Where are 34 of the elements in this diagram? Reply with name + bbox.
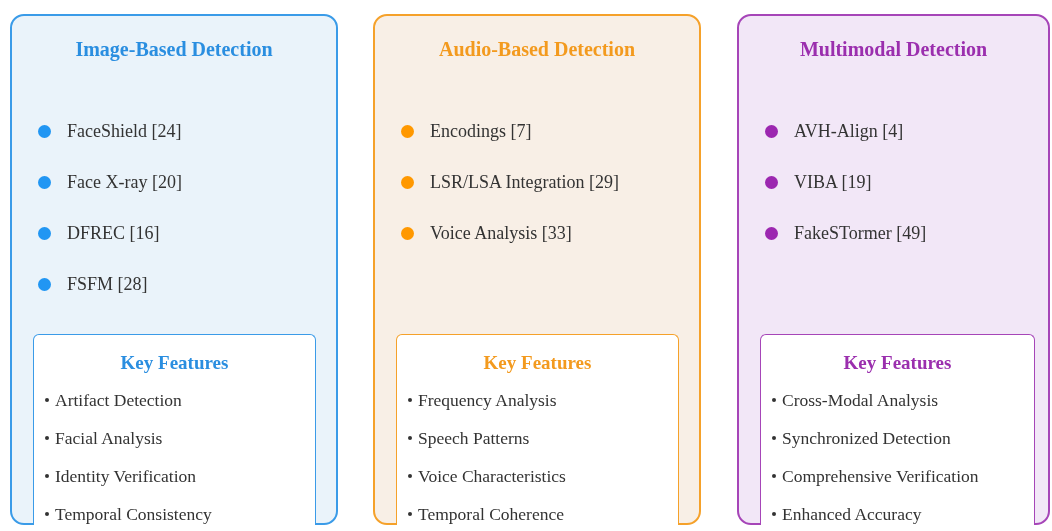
feature-item: Cross-Modal Analysis bbox=[782, 389, 939, 412]
card-title: Multimodal Detection bbox=[798, 37, 989, 62]
feature-item: Synchronized Detection bbox=[782, 427, 951, 450]
features-box bbox=[760, 334, 1035, 525]
feature-item: Identity Verification bbox=[55, 465, 197, 488]
box-heading: Key Features bbox=[482, 351, 593, 375]
features-box bbox=[396, 334, 679, 525]
feature-item: Artifact Detection bbox=[55, 389, 182, 412]
method-item: FSFM [28] bbox=[67, 273, 148, 296]
method-item: Face X-ray [20] bbox=[67, 171, 182, 194]
feature-item: Facial Analysis bbox=[55, 427, 163, 450]
method-item: VIBA [19] bbox=[794, 171, 872, 194]
card-title: Audio-Based Detection bbox=[437, 37, 637, 62]
category-card bbox=[10, 14, 338, 525]
method-item: Encodings [7] bbox=[430, 120, 532, 143]
feature-item: Comprehensive Verification bbox=[782, 465, 979, 488]
box-heading: Key Features bbox=[119, 351, 230, 375]
category-card bbox=[373, 14, 701, 525]
card-title: Image-Based Detection bbox=[74, 37, 274, 63]
method-item: Voice Analysis [33] bbox=[430, 222, 572, 245]
feature-item: Speech Patterns bbox=[418, 427, 530, 450]
feature-item: Enhanced Accuracy bbox=[782, 503, 922, 526]
box-heading: Key Features bbox=[842, 351, 953, 375]
category-card bbox=[737, 14, 1050, 525]
method-item: AVH-Align [4] bbox=[794, 120, 904, 143]
feature-item: Voice Characteristics bbox=[418, 465, 566, 488]
feature-item: Temporal Consistency bbox=[55, 503, 212, 526]
method-item: FakeSTormer [49] bbox=[794, 222, 927, 245]
feature-item: Temporal Coherence bbox=[418, 503, 564, 526]
method-item: LSR/LSA Integration [29] bbox=[430, 171, 619, 194]
features-box bbox=[33, 334, 316, 525]
method-item: DFREC [16] bbox=[67, 222, 160, 245]
method-item: FaceShield [24] bbox=[67, 120, 182, 143]
feature-item: Frequency Analysis bbox=[418, 389, 557, 412]
